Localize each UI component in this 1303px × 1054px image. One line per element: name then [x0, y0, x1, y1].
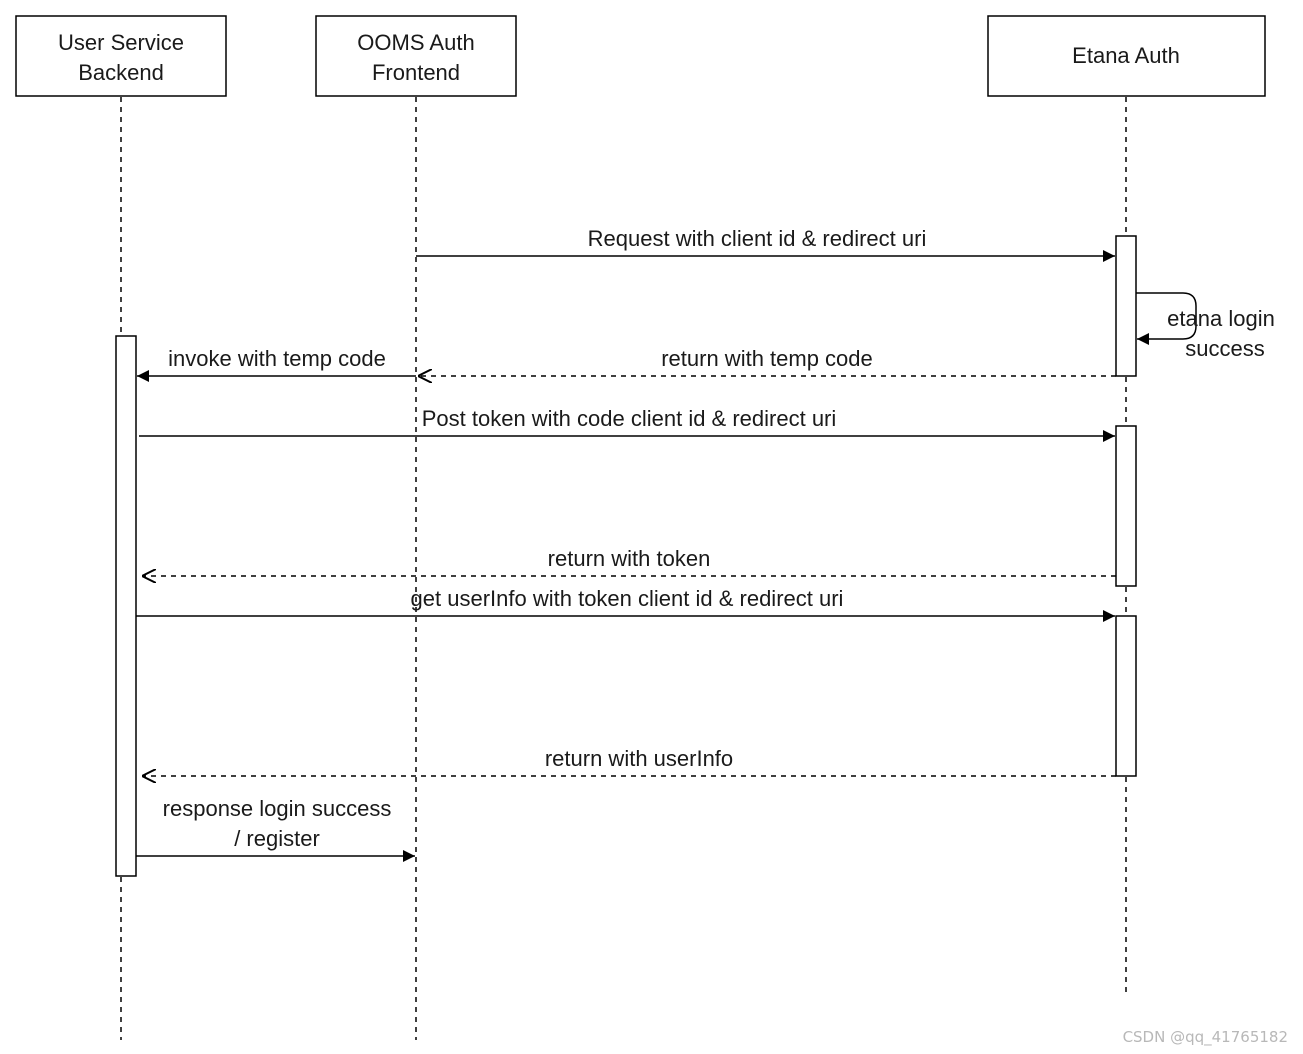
- participant-ooms-label-line2: Frontend: [372, 60, 460, 85]
- message-label-get-userinfo: get userInfo with token client id & redi…: [411, 586, 844, 611]
- message-label-response-line2: / register: [234, 826, 320, 851]
- message-label-request: Request with client id & redirect uri: [588, 226, 927, 251]
- message-label-return-temp-code: return with temp code: [661, 346, 873, 371]
- participant-ooms: OOMS Auth Frontend: [315, 15, 517, 97]
- message-label-invoke: invoke with temp code: [168, 346, 386, 371]
- participant-ooms-label-line1: OOMS Auth: [357, 30, 474, 55]
- participant-etana: Etana Auth: [987, 15, 1266, 97]
- participant-etana-label: Etana Auth: [1072, 43, 1180, 68]
- message-label-return-userinfo: return with userInfo: [545, 746, 733, 771]
- message-label-self-login-line2: success: [1185, 336, 1264, 361]
- watermark: CSDN @qq_41765182: [1123, 1028, 1288, 1047]
- participant-user-service-label-line2: Backend: [78, 60, 164, 85]
- activation-etana-1: [1115, 235, 1137, 377]
- message-arrow-self-login: [1136, 292, 1197, 345]
- message-label-response-line1: response login success: [163, 796, 392, 821]
- activation-user-service: [115, 335, 137, 877]
- message-label-self-login-line1: etana login: [1167, 306, 1275, 331]
- participant-user-service: User Service Backend: [15, 15, 227, 97]
- activation-etana-3: [1115, 615, 1137, 777]
- message-label-return-token: return with token: [548, 546, 711, 571]
- message-label-post-token: Post token with code client id & redirec…: [422, 406, 837, 431]
- activation-etana-2: [1115, 425, 1137, 587]
- participant-user-service-label-line1: User Service: [58, 30, 184, 55]
